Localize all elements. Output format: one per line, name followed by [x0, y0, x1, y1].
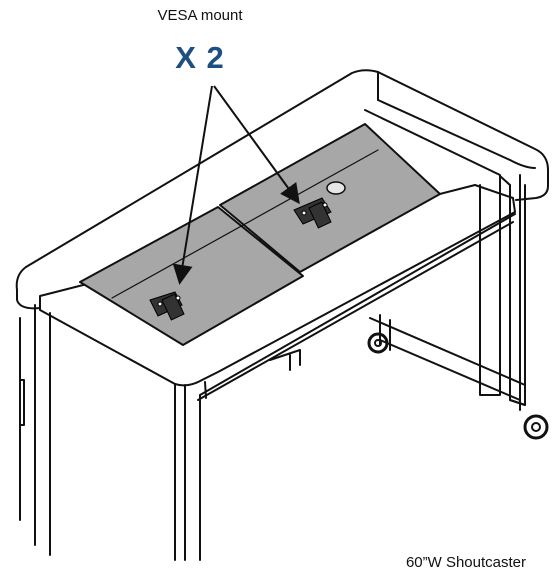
- vesa-mount-label: VESA mount: [157, 7, 243, 24]
- product-caption: 60”W Shoutcaster: [405, 554, 526, 571]
- front-leg: [34, 304, 201, 561]
- caster-icon: [367, 332, 549, 440]
- desk-top: [25, 69, 549, 268]
- right-end-cap: [377, 71, 536, 201]
- vesa-bracket-icon: [149, 197, 332, 321]
- callout-arrows: [172, 85, 300, 285]
- monitor-plate-right: [219, 123, 441, 273]
- quantity-label: X 2: [175, 40, 225, 75]
- cable-grommet: [326, 181, 346, 195]
